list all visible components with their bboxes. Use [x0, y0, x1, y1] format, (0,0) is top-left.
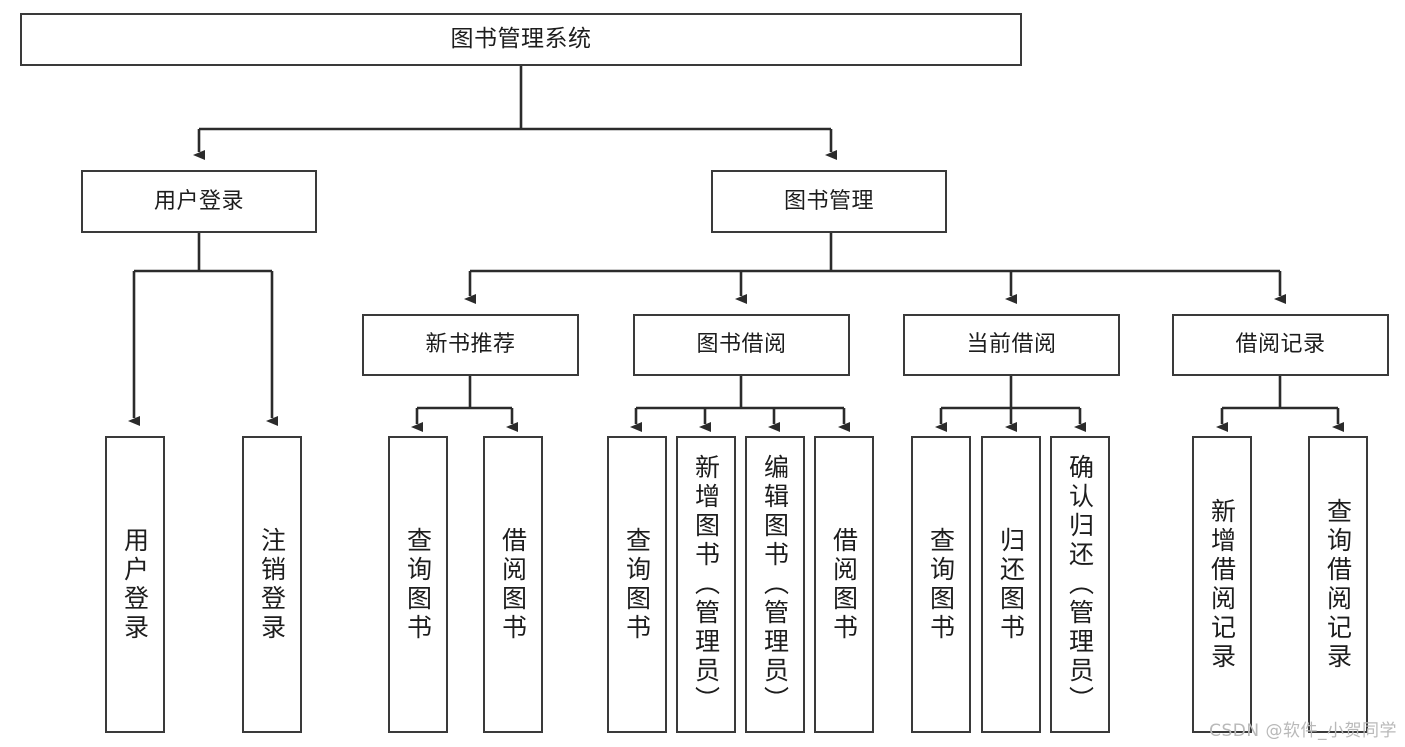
node-new-book-recommend[interactable]: 新书推荐 — [362, 314, 579, 376]
leaf-borrow-book-1[interactable]: 借阅图书 — [483, 436, 543, 733]
node-borrow-record[interactable]: 借阅记录 — [1172, 314, 1389, 376]
leaf-borrow-book-2[interactable]: 借阅图书 — [814, 436, 874, 733]
node-label: 新增借阅记录 — [1207, 497, 1237, 672]
node-book-management[interactable]: 图书管理 — [711, 170, 947, 233]
leaf-add-borrow-record[interactable]: 新增借阅记录 — [1192, 436, 1252, 733]
node-label: 新书推荐 — [425, 332, 516, 358]
node-label: 当前借阅 — [966, 332, 1057, 358]
leaf-add-book-admin[interactable]: 新增图书（管理员） — [676, 436, 736, 733]
node-label: 确认归还（管理员） — [1065, 454, 1095, 715]
leaf-return-book[interactable]: 归还图书 — [981, 436, 1041, 733]
leaf-user-login[interactable]: 用户登录 — [105, 436, 165, 733]
node-label: 查询图书 — [926, 526, 956, 643]
node-label: 借阅图书 — [498, 526, 528, 643]
csdn-watermark: CSDN @软件_小贺同学 — [1209, 721, 1397, 741]
node-label: 用户登录 — [153, 188, 244, 214]
node-label: 查询借阅记录 — [1323, 497, 1353, 672]
node-user-login[interactable]: 用户登录 — [81, 170, 317, 233]
node-book-borrow[interactable]: 图书借阅 — [633, 314, 850, 376]
node-label: 归还图书 — [996, 526, 1026, 643]
node-label: 图书借阅 — [696, 332, 787, 358]
leaf-query-book-1[interactable]: 查询图书 — [388, 436, 448, 733]
leaf-edit-book-admin[interactable]: 编辑图书（管理员） — [745, 436, 805, 733]
node-label: 新增图书（管理员） — [691, 454, 721, 715]
leaf-query-book-3[interactable]: 查询图书 — [911, 436, 971, 733]
node-current-borrow[interactable]: 当前借阅 — [903, 314, 1120, 376]
leaf-query-book-2[interactable]: 查询图书 — [607, 436, 667, 733]
node-label: 查询图书 — [622, 526, 652, 643]
node-label: 借阅图书 — [829, 526, 859, 643]
node-book-management-system[interactable]: 图书管理系统 — [20, 13, 1022, 66]
node-label: 注销登录 — [257, 526, 287, 643]
leaf-query-borrow-record[interactable]: 查询借阅记录 — [1308, 436, 1368, 733]
node-label: 借阅记录 — [1235, 332, 1326, 358]
node-label: 编辑图书（管理员） — [760, 454, 790, 715]
node-label: 查询图书 — [403, 526, 433, 643]
node-label: 图书管理系统 — [450, 25, 592, 52]
node-label: 用户登录 — [120, 526, 150, 643]
leaf-confirm-return-admin[interactable]: 确认归还（管理员） — [1050, 436, 1110, 733]
leaf-logout[interactable]: 注销登录 — [242, 436, 302, 733]
node-label: 图书管理 — [783, 188, 874, 214]
